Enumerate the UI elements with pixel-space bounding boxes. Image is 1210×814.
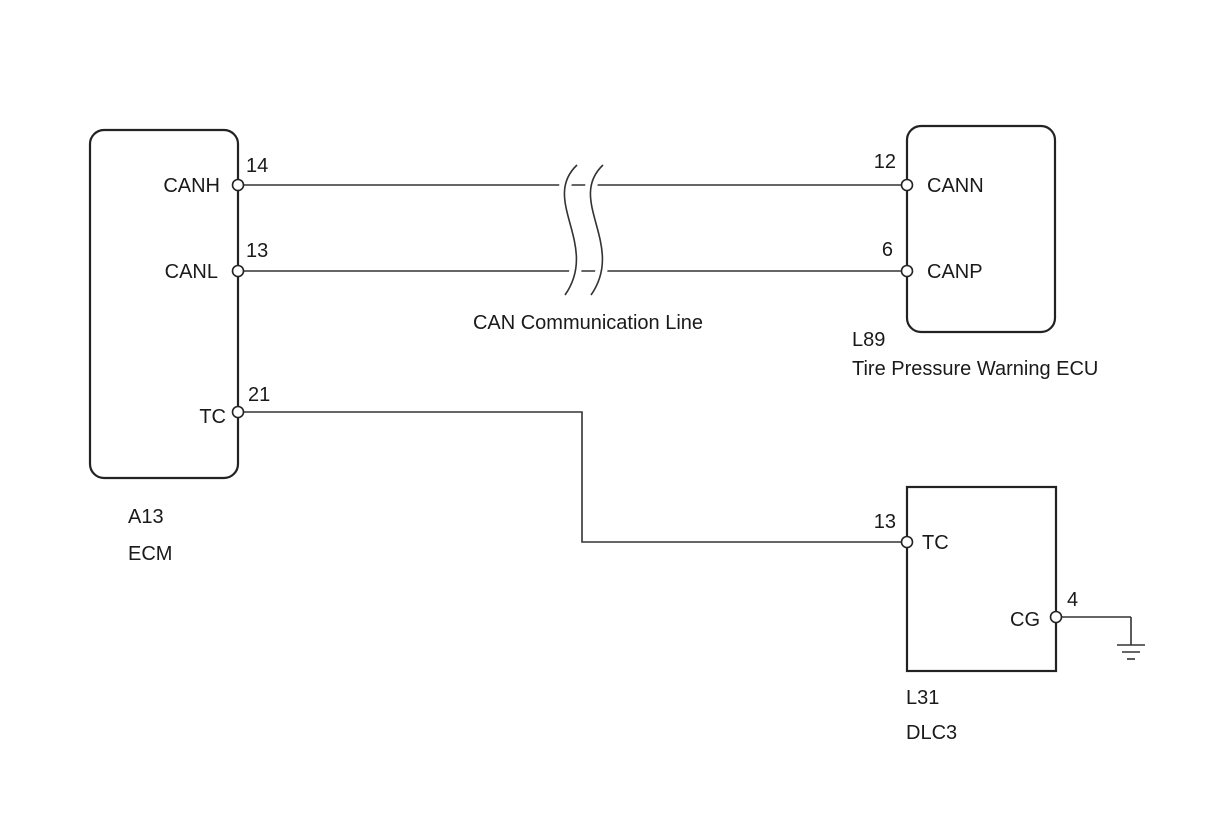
ecm-canl-terminal — [231, 264, 245, 278]
dlc3-pin-cg-label: CG — [1010, 609, 1040, 631]
ecm-pin-canh-number: 14 — [246, 155, 268, 177]
tpw-cann-terminal — [900, 178, 914, 192]
tpw-ecu-component: CANN CANP L89 Tire Pressure Warning ECU — [852, 124, 1098, 380]
tpw-ecu-pin-cann-number: 12 — [874, 151, 896, 173]
tpw-ecu-pin-canp-number: 6 — [882, 239, 893, 261]
tpw-ecu-pin-canp-label: CANP — [927, 261, 983, 283]
tpw-canp-terminal — [900, 264, 914, 278]
ecm-pin-tc-label: TC — [199, 406, 226, 428]
wire-break-mark — [558, 160, 609, 299]
dlc3-pin-cg-number: 4 — [1067, 589, 1078, 611]
ground-icon — [1117, 617, 1145, 660]
ecm-box — [88, 128, 240, 480]
dlc3-pin-tc-label: TC — [922, 532, 949, 554]
ecm-code: A13 — [128, 506, 164, 528]
dlc3-component: TC CG L31 DLC3 — [905, 485, 1058, 744]
ecm-tc-terminal — [231, 405, 245, 419]
dlc3-pin-tc-number: 13 — [874, 511, 896, 533]
ecm-pin-tc-number: 21 — [248, 384, 270, 406]
tpw-ecu-code: L89 — [852, 329, 885, 351]
can-line-label: CAN Communication Line — [473, 312, 703, 334]
tpw-ecu-pin-cann-label: CANN — [927, 175, 984, 197]
tpw-ecu-box — [905, 124, 1057, 334]
dlc3-name: DLC3 — [906, 722, 957, 744]
dlc3-box — [905, 485, 1058, 673]
ecm-canh-terminal — [231, 178, 245, 192]
dlc3-code: L31 — [906, 687, 939, 709]
ecm-component: CANH CANL TC A13 ECM — [88, 128, 240, 565]
dlc3-tc-terminal — [900, 535, 914, 549]
ecm-pin-canl-number: 13 — [246, 240, 268, 262]
tpw-ecu-name: Tire Pressure Warning ECU — [852, 358, 1098, 380]
break-curve-left — [563, 164, 578, 296]
ecm-name: ECM — [128, 543, 172, 565]
dlc3-cg-terminal — [1049, 610, 1063, 624]
ecm-pin-canl-label: CANL — [165, 261, 218, 283]
break-curve-right — [589, 164, 604, 296]
ecm-pin-canh-label: CANH — [163, 175, 220, 197]
tc-wire — [244, 411, 901, 543]
